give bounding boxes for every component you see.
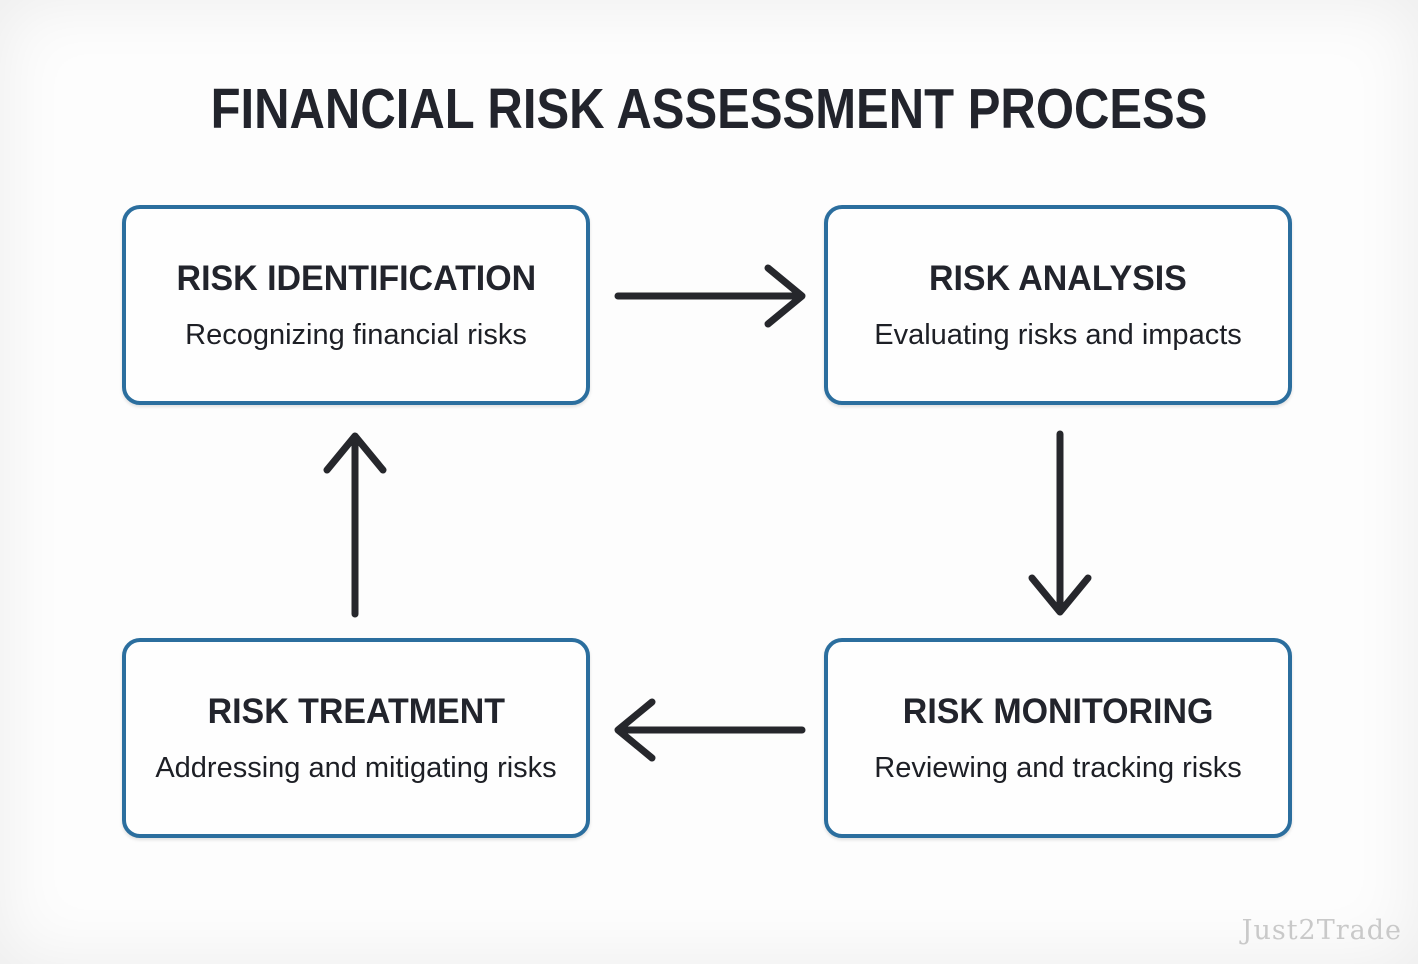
- node-subtitle: Reviewing and tracking risks: [874, 751, 1242, 784]
- node-title: RISK TREATMENT: [207, 691, 505, 731]
- node-risk-treatment: RISK TREATMENT Addressing and mitigating…: [122, 638, 590, 838]
- node-subtitle: Recognizing financial risks: [185, 318, 527, 351]
- node-risk-identification: RISK IDENTIFICATION Recognizing financia…: [122, 205, 590, 405]
- node-title: RISK IDENTIFICATION: [176, 258, 536, 298]
- arrow-down-icon: [1028, 430, 1092, 616]
- node-title: RISK ANALYSIS: [929, 258, 1187, 298]
- diagram-title: FINANCIAL RISK ASSESSMENT PROCESS: [210, 77, 1208, 141]
- node-risk-monitoring: RISK MONITORING Reviewing and tracking r…: [824, 638, 1292, 838]
- node-subtitle: Evaluating risks and impacts: [874, 318, 1242, 351]
- arrow-right-icon: [614, 264, 806, 328]
- arrow-left-icon: [614, 698, 806, 762]
- node-title: RISK MONITORING: [902, 691, 1214, 731]
- node-risk-analysis: RISK ANALYSIS Evaluating risks and impac…: [824, 205, 1292, 405]
- node-subtitle: Addressing and mitigating risks: [155, 751, 557, 784]
- watermark-just2trade: Just2Trade: [1241, 915, 1402, 946]
- arrow-up-icon: [323, 432, 387, 618]
